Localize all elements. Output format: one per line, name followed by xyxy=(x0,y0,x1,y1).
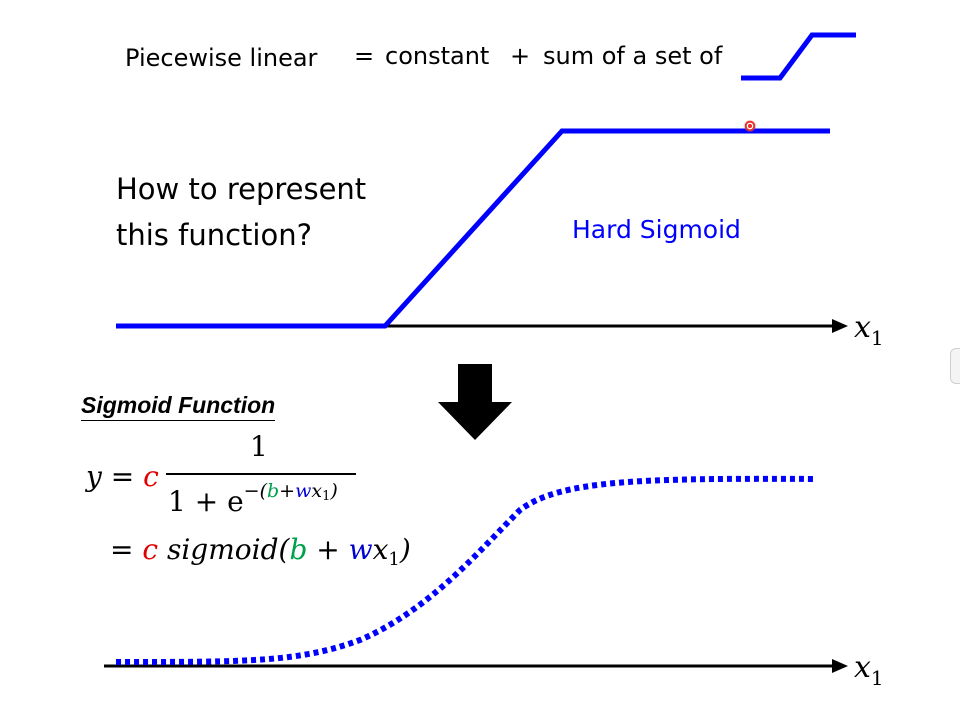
header-equals: = xyxy=(354,42,375,70)
top-x-axis-arrowhead xyxy=(832,319,848,333)
fraction-bar xyxy=(166,473,356,475)
header-plus: + xyxy=(510,42,531,70)
sigmoid-curve xyxy=(115,475,817,665)
hard-sigmoid-diagram xyxy=(116,128,848,333)
question-line-2: this function? xyxy=(116,218,312,252)
header-sum-of-set: sum of a set of xyxy=(543,42,723,70)
equation-sigmoid-form: = c sigmoid(b + wx1) xyxy=(110,533,411,570)
c-symbol: c xyxy=(143,460,159,493)
down-arrow-icon xyxy=(438,364,512,440)
hard-sigmoid-curve xyxy=(116,128,830,329)
bottom-axis-label: x1 xyxy=(854,650,884,690)
header-piecewise-linear: Piecewise linear xyxy=(125,44,318,72)
fraction-denominator: 1 + e−(b+wx1) xyxy=(168,480,338,518)
hard-sigmoid-label: Hard Sigmoid xyxy=(572,215,741,244)
mini-hard-sigmoid-icon xyxy=(741,32,856,81)
sigmoid-diagram xyxy=(104,475,848,673)
top-axis-label: x1 xyxy=(854,310,884,350)
fraction-numerator: 1 xyxy=(250,430,268,463)
equation-lhs: y = c xyxy=(86,460,159,493)
sigmoid-function-title: Sigmoid Function xyxy=(81,392,276,421)
laser-pointer-dot xyxy=(744,120,756,132)
question-line-1: How to represent xyxy=(116,172,367,206)
header-constant: constant xyxy=(385,42,490,70)
question-text: How to represent this function? xyxy=(116,166,366,258)
side-panel-tab[interactable] xyxy=(950,348,960,384)
bottom-x-axis-arrowhead xyxy=(832,659,848,673)
